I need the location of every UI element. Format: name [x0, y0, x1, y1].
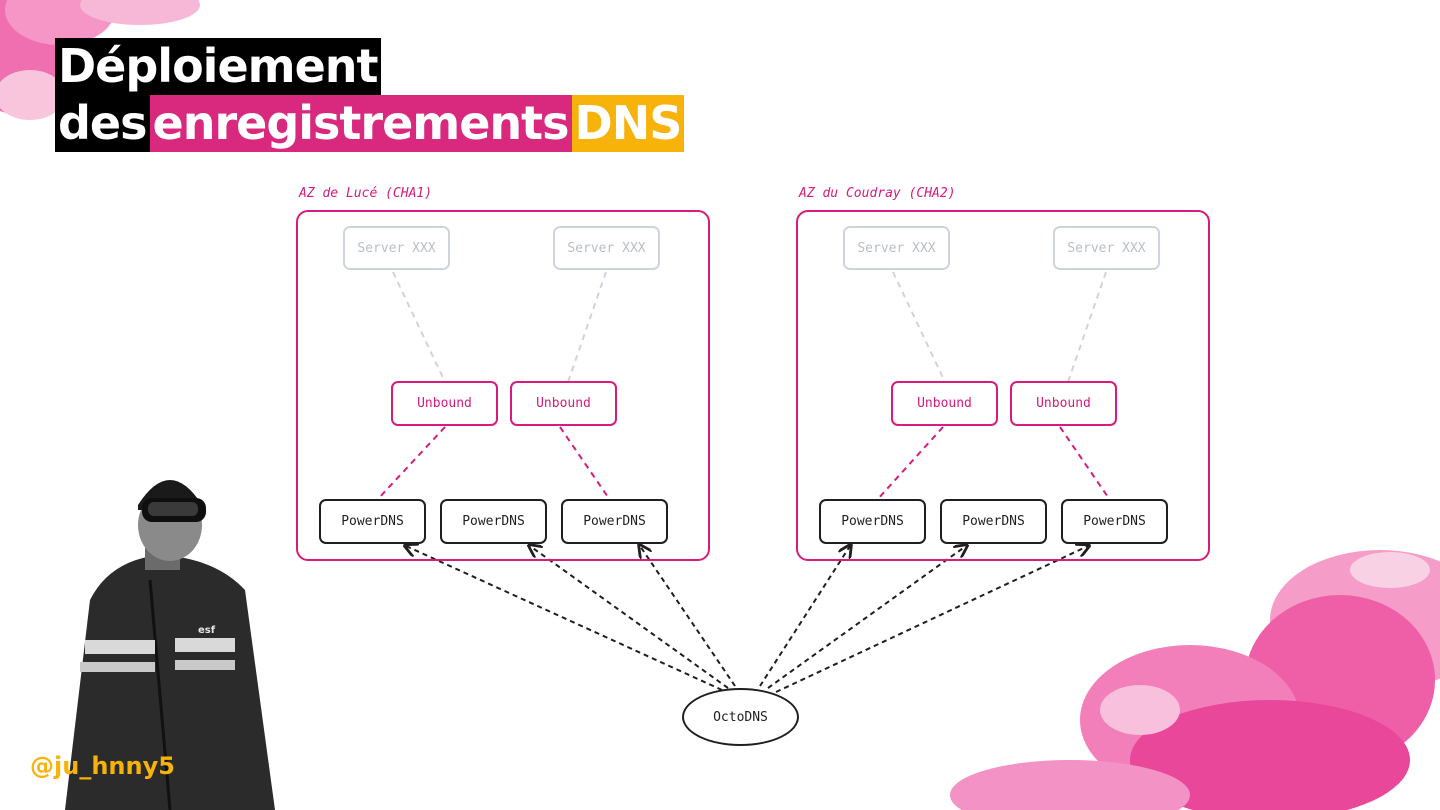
zone-cha2: [796, 210, 1210, 561]
zone-label-cha2: AZ du Coudray (CHA2): [799, 186, 956, 201]
server-node: Server XXX: [843, 226, 950, 270]
svg-text:esf: esf: [198, 625, 216, 636]
connector-unbound-powerdns: [376, 426, 446, 501]
bottom-right-decoration: [950, 550, 1440, 810]
arrow-octodns-powerdns: [759, 546, 850, 687]
title-word-des: des: [55, 95, 150, 152]
zone-label-cha1: AZ de Lucé (CHA1): [299, 186, 433, 201]
connector-unbound-powerdns: [1059, 426, 1111, 501]
unbound-node: Unbound: [510, 381, 617, 426]
unbound-node: Unbound: [891, 381, 998, 426]
speaker-handle: @ju_hnny5: [30, 752, 175, 780]
powerdns-node: PowerDNS: [940, 499, 1047, 544]
octodns-node: OctoDNS: [682, 688, 799, 746]
connector-server-unbound: [392, 271, 446, 383]
connector-unbound-powerdns: [876, 426, 944, 501]
title-word-enregistrements: enregistrements: [149, 95, 572, 152]
arrow-octodns-powerdns: [406, 546, 723, 691]
powerdns-node: PowerDNS: [1061, 499, 1168, 544]
powerdns-node: PowerDNS: [319, 499, 426, 544]
powerdns-node: PowerDNS: [440, 499, 547, 544]
arrow-octodns-powerdns: [775, 546, 1088, 693]
connector-unbound-powerdns: [559, 426, 611, 501]
server-node: Server XXX: [553, 226, 660, 270]
title-word-dns: DNS: [571, 95, 685, 152]
arrow-octodns-powerdns: [530, 546, 729, 689]
unbound-node: Unbound: [391, 381, 498, 426]
server-node: Server XXX: [343, 226, 450, 270]
server-node: Server XXX: [1053, 226, 1160, 270]
arrow-octodns-powerdns: [640, 546, 736, 687]
unbound-node: Unbound: [1010, 381, 1117, 426]
zone-cha1: [296, 210, 710, 561]
speaker-photo: esf: [65, 480, 275, 810]
title-line1: Déploiement: [55, 38, 381, 95]
connector-server-unbound: [567, 271, 607, 383]
connector-server-unbound: [1067, 271, 1107, 383]
connector-server-unbound: [892, 271, 946, 383]
top-left-decoration: [0, 0, 200, 120]
arrow-octodns-powerdns: [767, 546, 966, 689]
powerdns-node: PowerDNS: [561, 499, 668, 544]
powerdns-node: PowerDNS: [819, 499, 926, 544]
